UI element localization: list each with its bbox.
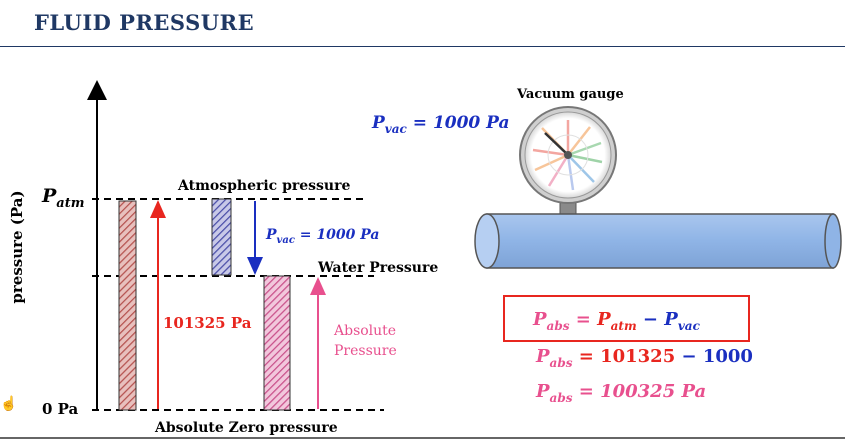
- water-pressure-label: Water Pressure: [317, 260, 438, 276]
- equation-2: Pabs = 101325 − 1000: [535, 346, 753, 370]
- pvac-arrow-label: Pvac = 1000 Pa: [265, 227, 379, 246]
- cursor-hand-icon: ☝: [0, 396, 18, 412]
- vacuum-bar: [211, 198, 232, 276]
- gauge-pvac-label: Pvac = 1000 Pa: [371, 113, 510, 136]
- absolute-zero-label: Absolute Zero pressure: [154, 420, 338, 436]
- absolute-label-line1: Absolute: [333, 323, 396, 339]
- y-axis-label: pressure (Pa): [8, 190, 26, 303]
- page-title: FLUID PRESSURE: [34, 10, 255, 35]
- zero-tick-label: 0 Pa: [42, 400, 79, 418]
- p-atm-tick-label: Patm: [41, 185, 84, 211]
- absolute-label-line2: Pressure: [334, 343, 397, 359]
- vacuum-gauge-title: Vacuum gauge: [516, 87, 624, 102]
- equation-1: Pabs = Patm − Pvac: [532, 309, 701, 333]
- equation-3: Pabs = 100325 Pa: [535, 381, 706, 405]
- atmospheric-pressure-label: Atmospheric pressure: [177, 178, 350, 194]
- atm-value-label: 101325 Pa: [163, 314, 252, 332]
- gauge-needle: [544, 132, 569, 156]
- equation-box: [503, 295, 750, 342]
- atmospheric-bar: [118, 200, 137, 411]
- bottom-divider: [0, 437, 845, 439]
- title-divider: [0, 46, 845, 47]
- pipe: [474, 213, 842, 269]
- absolute-bar: [263, 275, 291, 411]
- vacuum-gauge-dial: [519, 106, 617, 204]
